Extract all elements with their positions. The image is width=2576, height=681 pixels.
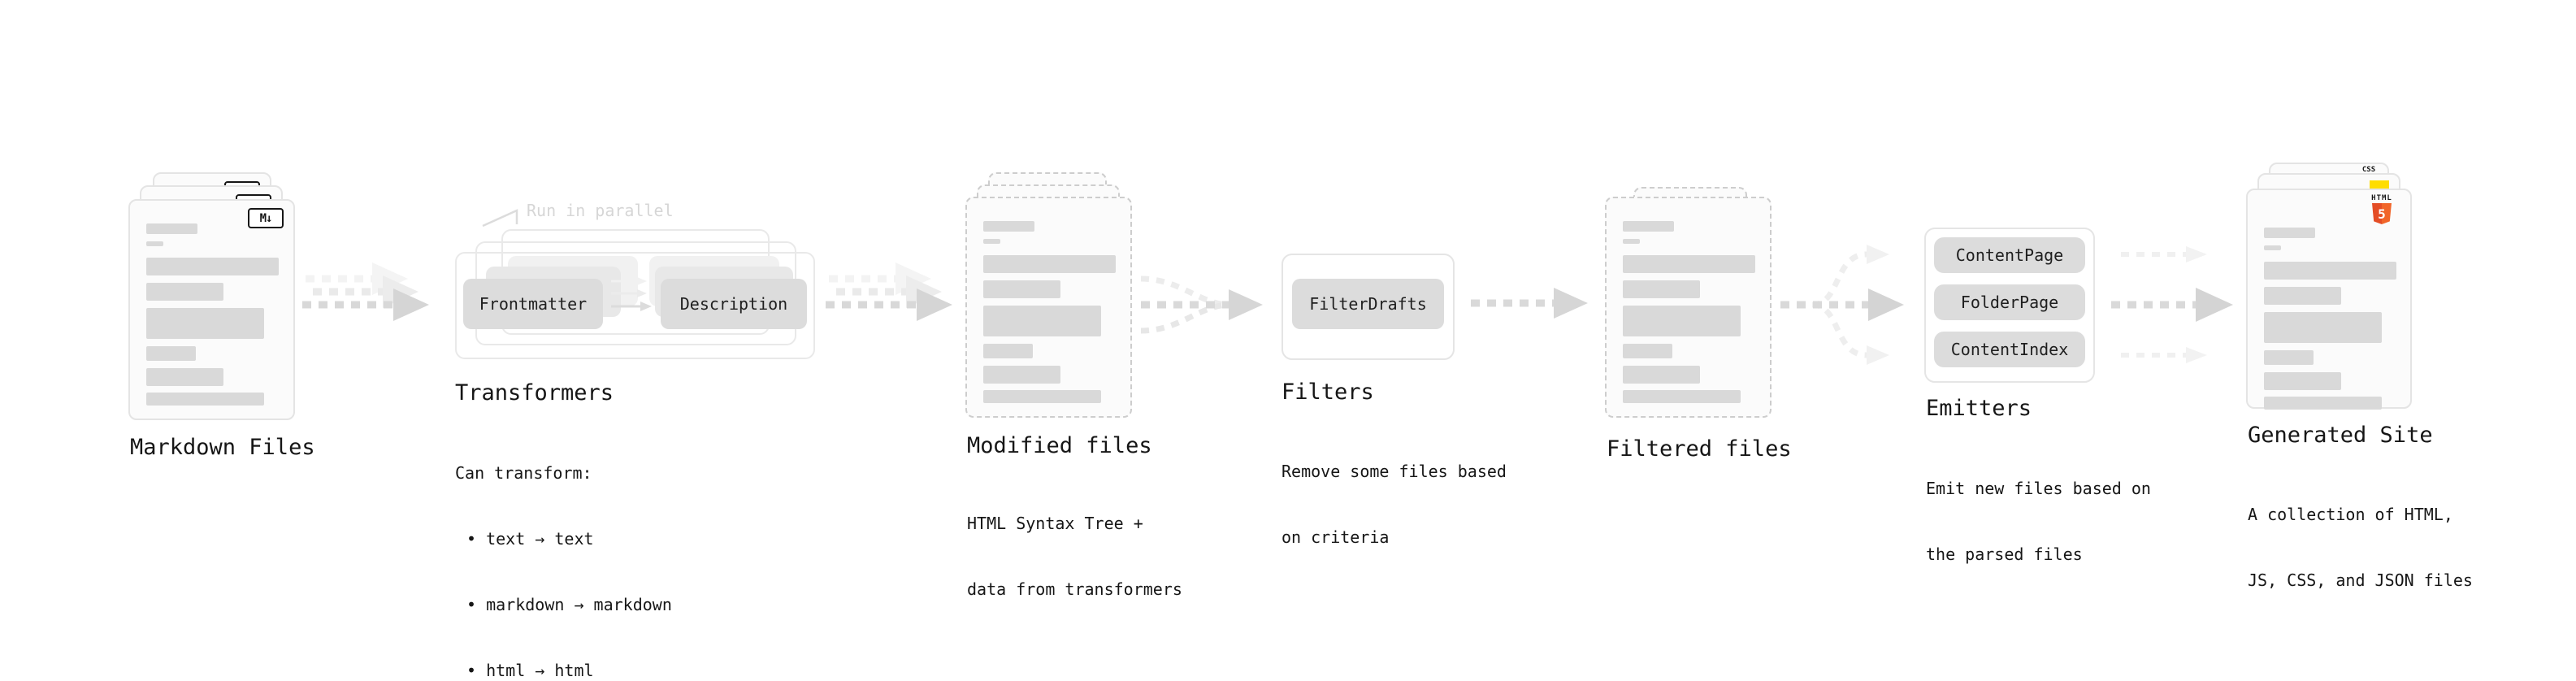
desc-line: Remove some files based (1281, 462, 1507, 481)
transformer-chip-description: Description (661, 279, 807, 329)
file-content-bars (2248, 190, 2410, 410)
css-icon-text: CSS (2361, 166, 2376, 174)
js-icon (2370, 180, 2389, 189)
arrow-filters-to-filtered (1471, 288, 1588, 319)
transformers-label: Transformers (455, 380, 614, 406)
html5-icon: HTML 5 (2366, 194, 2398, 224)
generated-site-description: A collection of HTML, JS, CSS, and JSON … (2248, 460, 2473, 635)
arrow-emitters-to-site (2111, 246, 2233, 363)
transform-bullet: • html → html (466, 661, 594, 680)
modified-files-label: Modified files (967, 433, 1152, 458)
emitter-chip-contentindex: ContentIndex (1934, 332, 2085, 367)
filtered-files-label: Filtered files (1607, 436, 1792, 462)
emitter-chip-contentpage: ContentPage (1934, 237, 2085, 273)
html5-icon-shield: 5 (2372, 203, 2392, 224)
html5-icon-word: HTML (2371, 194, 2392, 202)
transform-bullet: • markdown → markdown (466, 595, 672, 614)
desc-line: on criteria (1281, 527, 1390, 547)
note-connector-line (482, 209, 518, 228)
transformer-chip-frontmatter: Frontmatter (463, 279, 603, 329)
emitters-label: Emitters (1926, 396, 2032, 421)
site-file-card-html: HTML 5 (2246, 189, 2412, 410)
modified-file-card-front (965, 197, 1132, 418)
arrow-filtered-to-emitters (1780, 245, 1904, 365)
file-content-bars (1607, 198, 1770, 403)
arrow-markdown-to-transformers (302, 262, 429, 321)
run-in-parallel-note: Run in parallel (527, 201, 674, 220)
filters-description: Remove some files based on criteria (1281, 417, 1507, 592)
generated-site-label: Generated Site (2248, 423, 2433, 448)
desc-line: Emit new files based on (1926, 479, 2151, 498)
transformer-box-front (455, 252, 815, 359)
emitter-chip-folderpage: FolderPage (1934, 284, 2085, 320)
emitters-description: Emit new files based on the parsed files (1926, 434, 2151, 609)
transform-bullet: • text → text (466, 529, 594, 549)
modified-files-description: HTML Syntax Tree + data from transformer… (967, 469, 1182, 644)
transformers-description: Can transform: • text → text • markdown … (455, 419, 672, 681)
filter-chip-filterdrafts: FilterDrafts (1292, 279, 1444, 329)
arrow-modified-to-filters (1140, 275, 1263, 334)
file-content-bars (130, 201, 293, 406)
desc-line: data from transformers (967, 579, 1182, 599)
markdown-file-card-front: M↓ (128, 199, 295, 420)
parallel-flow-arrows (611, 277, 652, 311)
markdown-files-label: Markdown Files (130, 435, 315, 460)
markdown-icon: M↓ (248, 208, 284, 228)
filtered-file-card-front (1605, 197, 1772, 418)
filters-label: Filters (1281, 380, 1374, 405)
desc-line: the parsed files (1926, 544, 2083, 564)
file-content-bars (967, 198, 1130, 403)
desc-line: HTML Syntax Tree + (967, 514, 1143, 533)
html5-icon-number: 5 (2378, 206, 2386, 222)
can-transform-title: Can transform: (455, 463, 592, 483)
arrow-transformers-to-modified (826, 262, 952, 321)
desc-line: A collection of HTML, (2248, 505, 2453, 524)
desc-line: JS, CSS, and JSON files (2248, 570, 2473, 590)
